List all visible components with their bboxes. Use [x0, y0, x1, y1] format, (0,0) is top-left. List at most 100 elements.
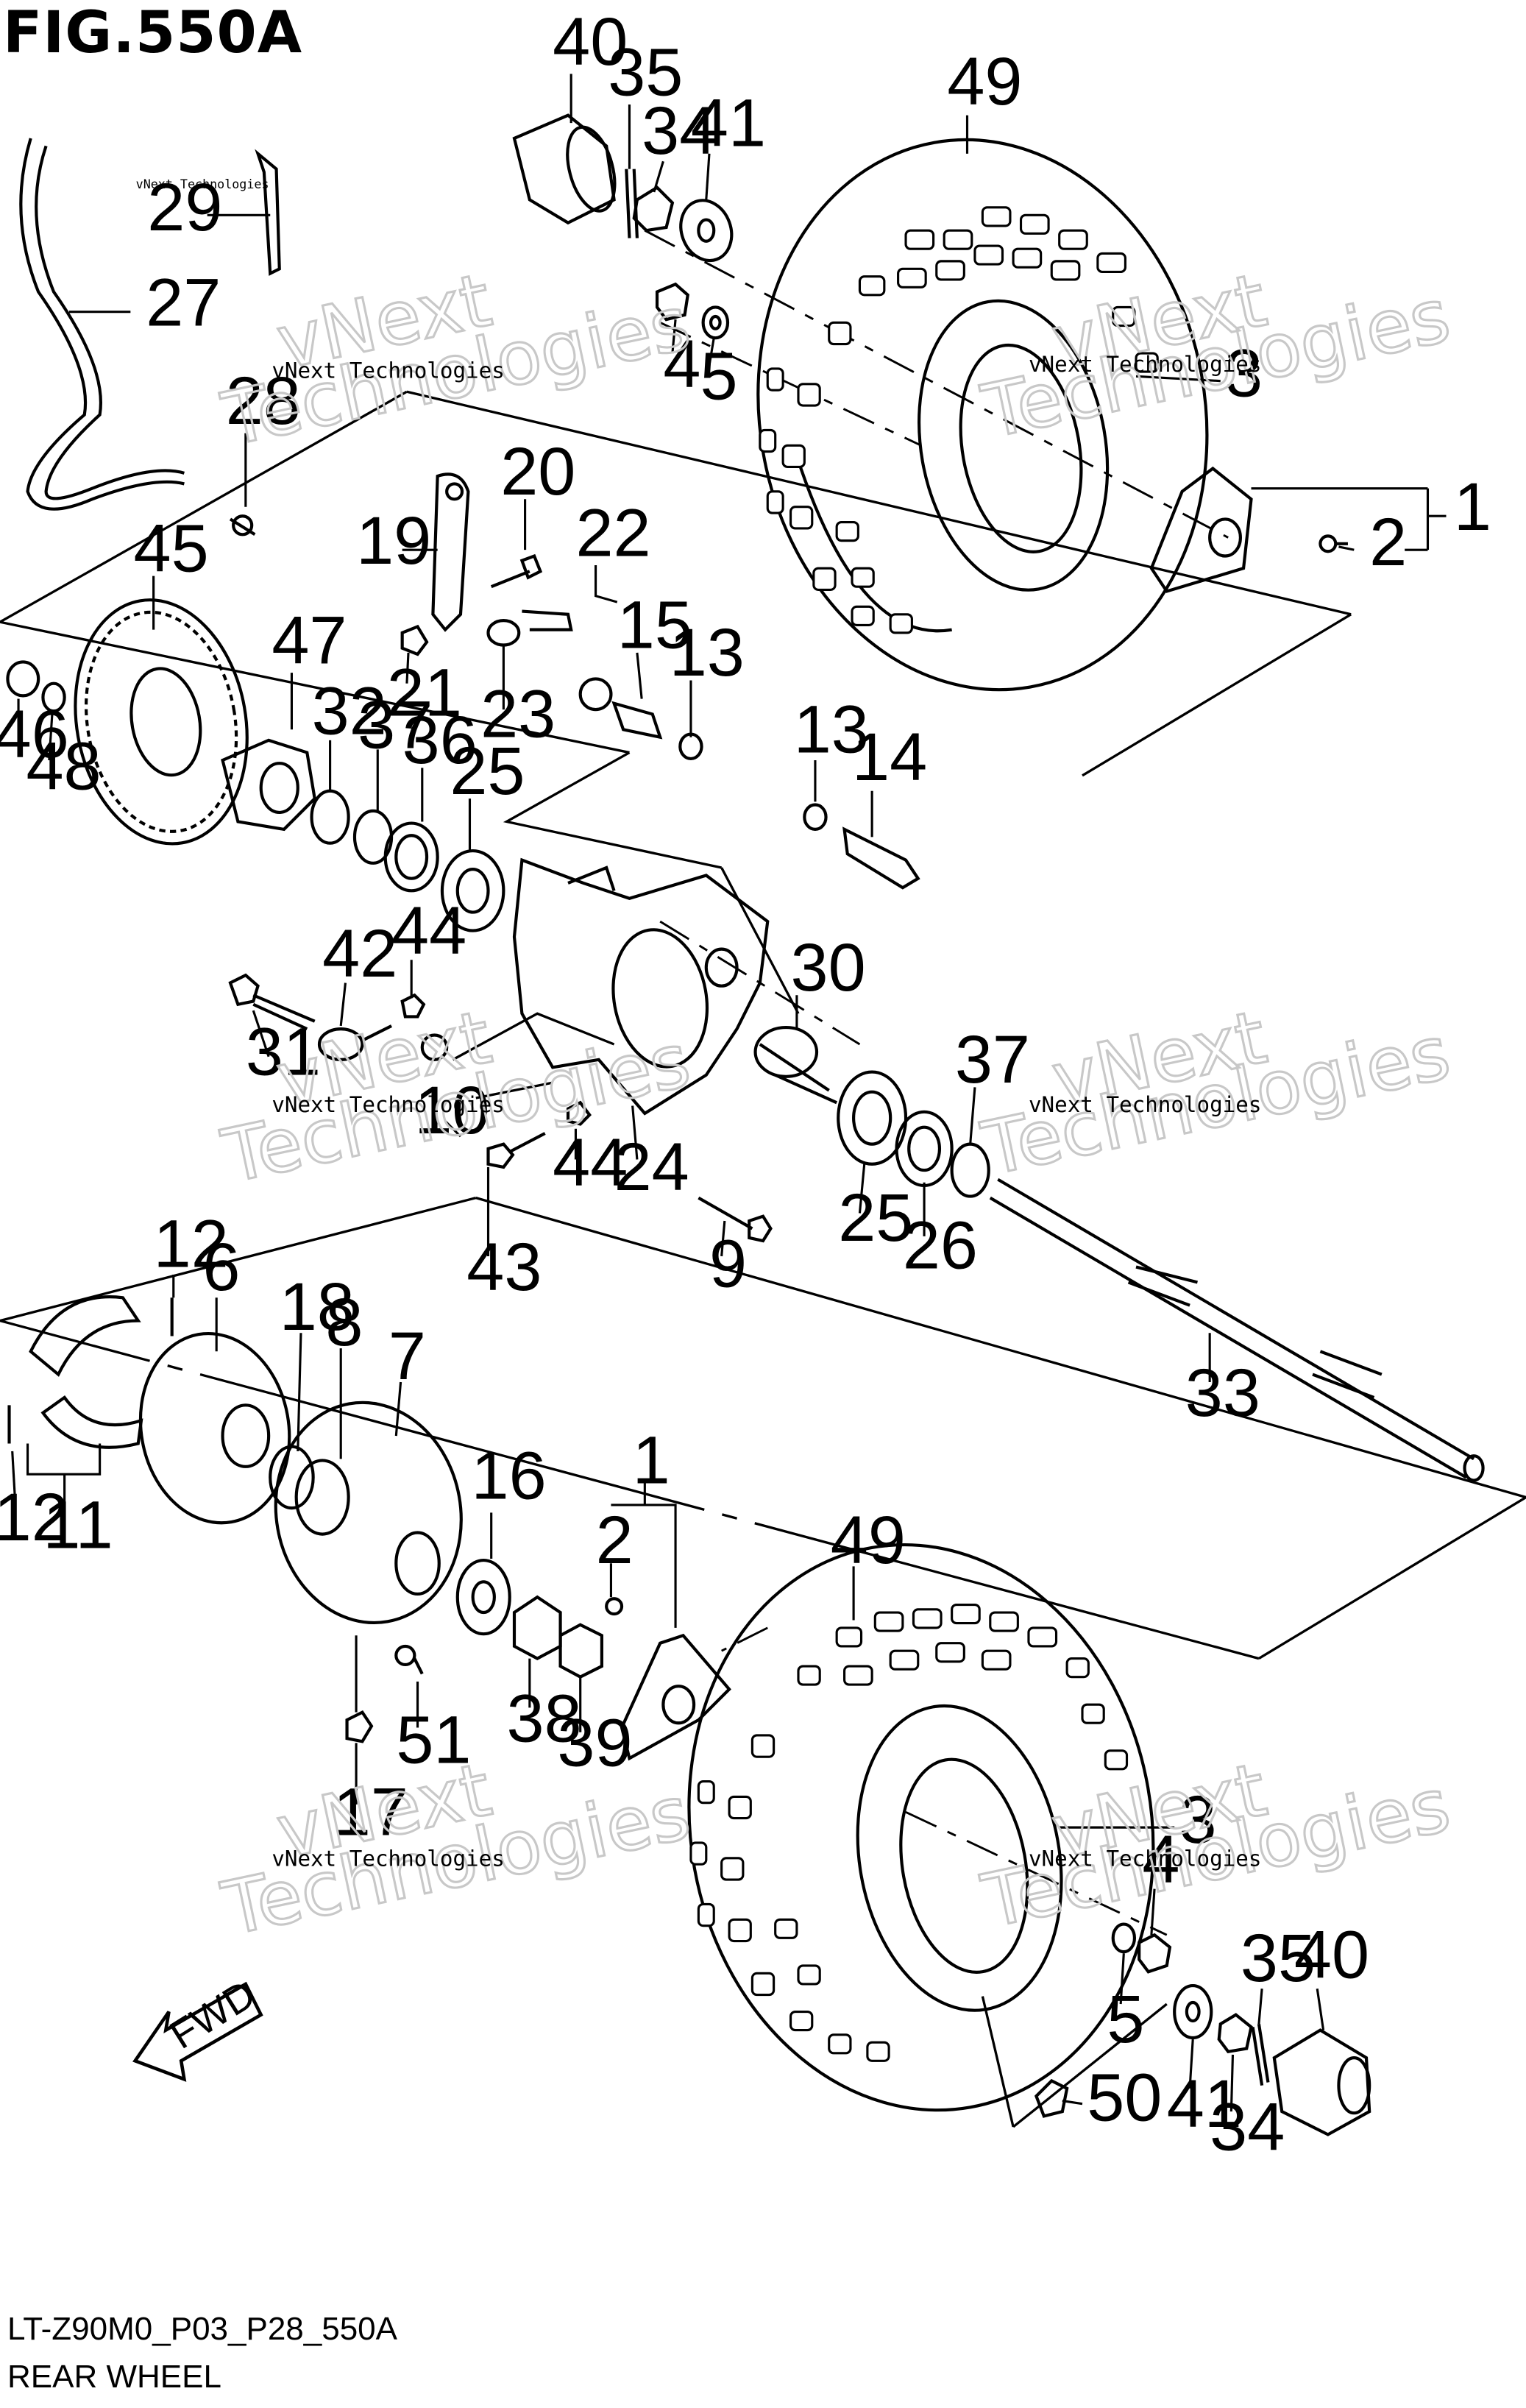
callout-50: 50	[1087, 2061, 1162, 2136]
callout-1: 1	[1454, 470, 1491, 545]
upper-tire	[756, 138, 1209, 692]
callout-34b: 34	[1210, 2089, 1285, 2164]
callout-11: 11	[43, 1487, 113, 1562]
callout-17: 17	[333, 1775, 408, 1850]
watermark-small-b: vNext Technologies	[1029, 352, 1261, 377]
callout-32: 32	[312, 674, 387, 749]
callout-6: 6	[202, 1230, 240, 1305]
callout-4b: 4	[1142, 1822, 1179, 1897]
breather-hose	[19, 138, 281, 537]
lower-hub-nuts	[345, 1558, 624, 1743]
callout-25b: 25	[838, 1180, 913, 1256]
watermark-small-d: vNext Technologies	[1029, 1092, 1261, 1117]
callout-34: 34	[642, 93, 717, 169]
callout-19: 19	[356, 503, 431, 578]
callout-41b: 41	[1167, 2067, 1242, 2142]
callout-12b: 12	[0, 1480, 69, 1555]
callout-9: 9	[709, 1227, 747, 1302]
callout-41: 41	[691, 85, 766, 160]
callout-47: 47	[272, 603, 347, 679]
callout-40: 40	[553, 4, 628, 79]
figure-title: FIG.550A	[3, 0, 303, 66]
callout-7: 7	[388, 1319, 426, 1394]
watermark-small-e: vNext Technologies	[272, 1846, 504, 1871]
callout-25: 25	[450, 734, 525, 809]
callout-5b: 5	[1107, 1982, 1144, 2057]
leader-lines	[11, 74, 1447, 2112]
callout-22: 22	[575, 495, 650, 570]
figure-subtitle: REAR WHEEL	[7, 2359, 221, 2395]
lower-tire-tread	[689, 1604, 1129, 2062]
callout-35: 35	[608, 35, 683, 110]
upper-hardware	[512, 113, 734, 340]
callout-29: 29	[147, 170, 222, 245]
watermark-small-f: vNext Technologies	[1029, 1846, 1261, 1871]
callout-12: 12	[154, 1207, 229, 1282]
figure-code: LT-Z90M0_P03_P28_550A	[7, 2311, 397, 2347]
upper-tire-tread	[759, 206, 1159, 634]
callout-44b: 44	[553, 1125, 628, 1200]
lower-hardware	[1034, 1922, 1371, 2136]
callout-42: 42	[322, 916, 397, 991]
callout-8: 8	[325, 1285, 363, 1360]
callout-3: 3	[1225, 336, 1263, 411]
callout-35b: 35	[1241, 1921, 1316, 1996]
callout-48: 48	[26, 729, 101, 804]
callout-37b: 37	[955, 1022, 1030, 1097]
brake-shoes	[7, 1295, 174, 1449]
callout-13b: 13	[794, 693, 869, 768]
fwd-label: FWD	[163, 1972, 263, 2058]
callout-49b: 49	[831, 1503, 906, 1578]
callout-2: 2	[1369, 505, 1407, 580]
callout-1b: 1	[633, 1423, 670, 1498]
callout-24: 24	[614, 1130, 689, 1205]
callout-40b: 40	[1294, 1918, 1369, 1993]
callout-30: 30	[791, 930, 866, 1005]
callout-45: 45	[134, 511, 209, 586]
callout-14: 14	[852, 720, 927, 795]
fwd-arrow-icon	[132, 1981, 263, 2082]
lower-tire	[687, 1543, 1155, 2112]
rear-axle-shaft	[989, 1178, 1485, 1482]
callout-23: 23	[480, 677, 556, 752]
callout-labels: 40 35 34 41 49 29 27 4 5 3 1 2 28 20 19 …	[0, 4, 1491, 2164]
watermark-small-1: vNext Technologies	[136, 177, 269, 191]
callout-49: 49	[947, 44, 1022, 119]
callout-21: 21	[387, 655, 462, 730]
callout-43: 43	[466, 1230, 542, 1305]
rear-sprocket	[6, 598, 249, 846]
callout-37: 37	[358, 687, 433, 762]
callout-46: 46	[0, 697, 69, 772]
callout-39: 39	[557, 1706, 632, 1781]
callout-31: 31	[246, 1015, 321, 1090]
sprocket-hub-and-bearings	[221, 738, 505, 932]
callout-38: 38	[507, 1681, 582, 1756]
watermark-small-texts: vNext Technologies vNext Technologies vN…	[272, 352, 1261, 1871]
callout-13: 13	[670, 615, 745, 690]
watermark-small-c: vNext Technologies	[272, 1092, 504, 1117]
callout-16: 16	[472, 1439, 547, 1514]
callout-2b: 2	[596, 1503, 634, 1578]
callout-10: 10	[414, 1073, 489, 1148]
watermark-small-a: vNext Technologies	[272, 358, 504, 383]
callout-18: 18	[280, 1269, 355, 1345]
callout-27: 27	[146, 266, 221, 341]
brake-drum-assembly	[138, 1331, 463, 1625]
axle-housing	[512, 857, 770, 1116]
callout-26: 26	[903, 1208, 978, 1283]
lower-hub-cover	[620, 1633, 731, 1761]
callout-3b: 3	[1179, 1782, 1216, 1858]
lower-housing-hardware	[486, 1100, 773, 1243]
callout-15: 15	[617, 588, 692, 663]
callout-20: 20	[500, 434, 575, 509]
callout-5: 5	[700, 339, 737, 414]
callout-28: 28	[226, 364, 301, 439]
speed-sensor	[803, 803, 920, 890]
upper-hub-cover	[1149, 466, 1348, 593]
callout-33: 33	[1185, 1356, 1260, 1431]
callout-36: 36	[402, 703, 478, 778]
watermarks: vNext Technologies vNext Technologies vN…	[136, 177, 1458, 1954]
callout-4: 4	[663, 327, 700, 402]
callout-51: 51	[396, 1702, 471, 1777]
